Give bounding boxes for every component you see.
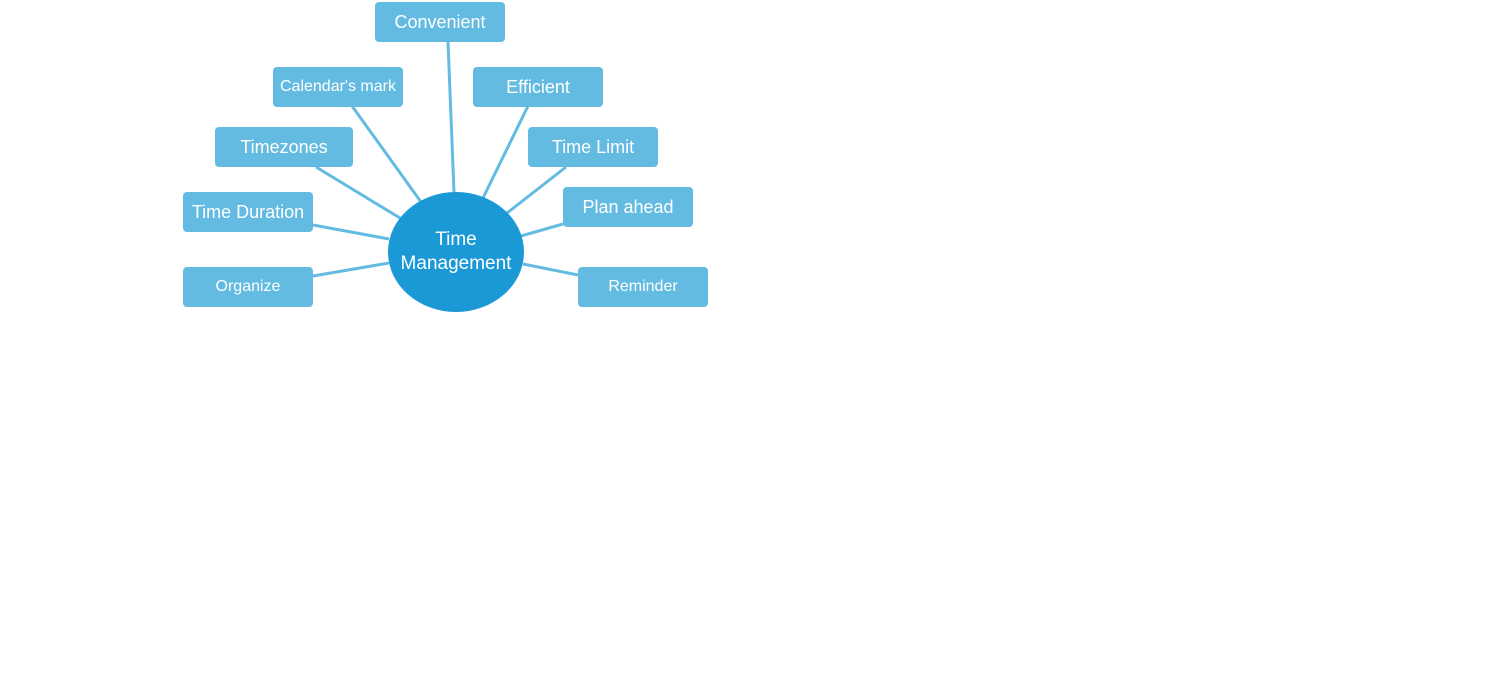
node-time-duration[interactable]: Time Duration [183, 192, 313, 232]
center-node-label: Time Management [400, 229, 512, 274]
connector-organize [312, 261, 390, 278]
connector-calendars-mark [350, 105, 423, 203]
node-time-limit[interactable]: Time Limit [528, 127, 658, 167]
node-organize[interactable]: Organize [183, 267, 313, 307]
connector-time-duration [312, 223, 390, 241]
connector-timezones [315, 165, 401, 220]
node-convenient[interactable]: Convenient [375, 2, 505, 42]
center-node-time-management[interactable]: Time Management [388, 192, 524, 312]
connector-reminder [522, 262, 579, 277]
node-calendars-mark[interactable]: Calendar's mark [273, 67, 403, 107]
connector-time-limit [506, 165, 567, 215]
node-reminder[interactable]: Reminder [578, 267, 708, 307]
node-efficient[interactable]: Efficient [473, 67, 603, 107]
node-plan-ahead[interactable]: Plan ahead [563, 187, 693, 227]
connector-convenient [446, 41, 456, 193]
node-timezones[interactable]: Timezones [215, 127, 353, 167]
connector-efficient [481, 105, 530, 199]
connector-plan-ahead [520, 222, 564, 238]
